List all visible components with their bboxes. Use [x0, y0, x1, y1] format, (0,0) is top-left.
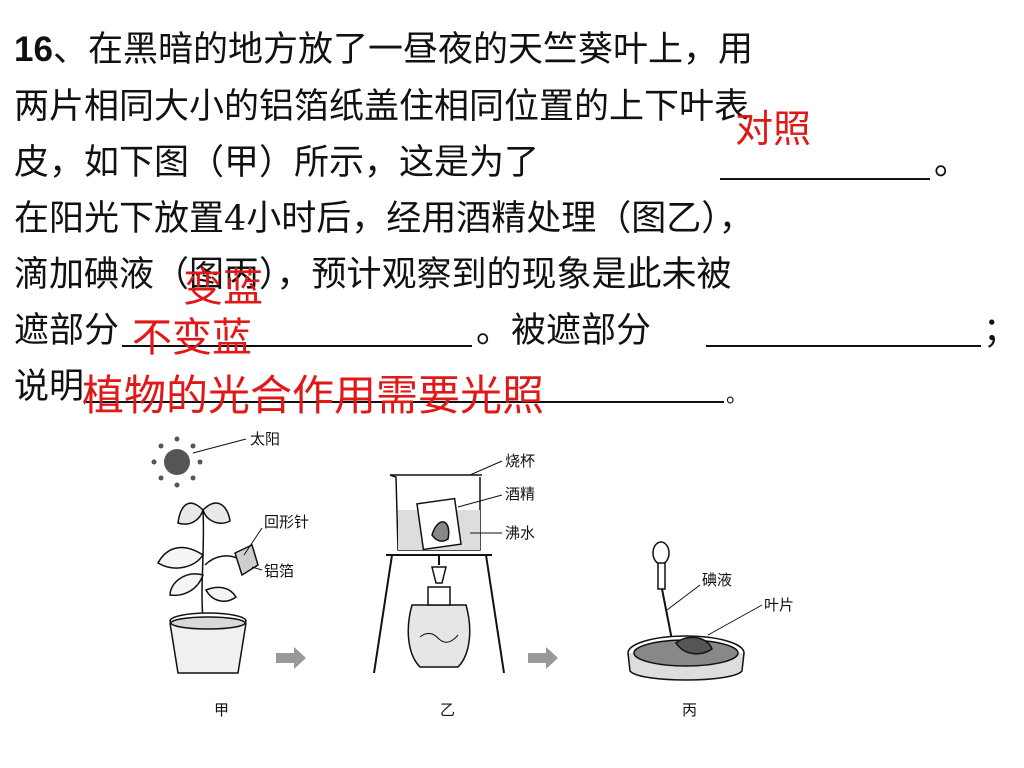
- tripod: [373, 554, 505, 674]
- question-line-7: 说明: [14, 367, 85, 407]
- answer-control: 对照: [735, 107, 812, 151]
- figure-yi: 烧杯 酒精 沸水 乙: [373, 452, 535, 719]
- question-number: 16: [14, 30, 53, 69]
- question-line-1: 16、在黑暗的地方放了一昼夜的天竺葵叶上，用: [14, 32, 753, 68]
- caption-jia: 甲: [214, 701, 229, 719]
- clip-label: 回形针: [264, 513, 309, 531]
- figure-jia: 太阳 回形针 铝箔 甲: [151, 430, 309, 719]
- question-line-7-end: 。: [726, 383, 749, 408]
- water-label: 沸水: [505, 524, 535, 542]
- caption-yi: 乙: [440, 701, 455, 719]
- alcohol-cup: [416, 497, 462, 551]
- flower-pot: [169, 612, 247, 674]
- sun-label: 太阳: [250, 430, 280, 448]
- question-line-3-end: 。: [934, 143, 970, 183]
- answer-blank-4: [86, 401, 724, 403]
- answer-blank-3: [706, 345, 981, 347]
- answer-blank-2: [122, 345, 472, 347]
- alcohol-lamp: [407, 566, 471, 668]
- petri-dish: [627, 635, 745, 681]
- question-line-3: 皮，如下图（甲）所示，这是为了: [14, 146, 539, 181]
- question-line-3-text: 皮，如下图（甲）所示，这是为了: [14, 143, 540, 183]
- question-line-6b: 。被遮部分: [476, 311, 652, 351]
- leaf-label: 叶片: [764, 596, 794, 614]
- answer-not-blue: 不变蓝: [132, 315, 252, 361]
- foil-label: 铝箔: [264, 562, 294, 580]
- geranium-plant: [156, 502, 259, 621]
- figure-bing: 碘液 叶片 丙: [627, 541, 794, 719]
- caption-bing: 丙: [682, 701, 697, 719]
- question-line-6a: 遮部分: [14, 311, 120, 351]
- question-line-2: 两片相同大小的铝箔纸盖住相同位置的上下叶表: [14, 87, 750, 127]
- question-line-4: 在阳光下放置4小时后，经用酒精处理（图乙），: [14, 199, 754, 239]
- arrow-right-icon-2: [528, 647, 558, 669]
- dropper: [652, 541, 673, 641]
- question-line-6-end: ；: [983, 311, 1019, 351]
- experiment-figure: 太阳 回形针 铝箔 甲: [151, 430, 794, 719]
- alcohol-label: 酒精: [505, 485, 535, 503]
- question-line-5: 滴加碘液（图丙），预计观察到的现象是此未被: [14, 255, 732, 295]
- arrow-right-icon: [276, 647, 306, 669]
- sun-icon: [151, 436, 203, 488]
- answer-turns-blue: 变蓝: [183, 265, 263, 311]
- iodine-label: 碘液: [702, 571, 732, 589]
- question-line-1-text: 、在黑暗的地方放了一昼夜的天竺葵叶上，用: [52, 30, 753, 70]
- answer-conclusion: 植物的光合作用需要光照: [82, 371, 545, 420]
- answer-blank-1: [720, 178, 930, 180]
- beaker-label: 烧杯: [505, 452, 535, 470]
